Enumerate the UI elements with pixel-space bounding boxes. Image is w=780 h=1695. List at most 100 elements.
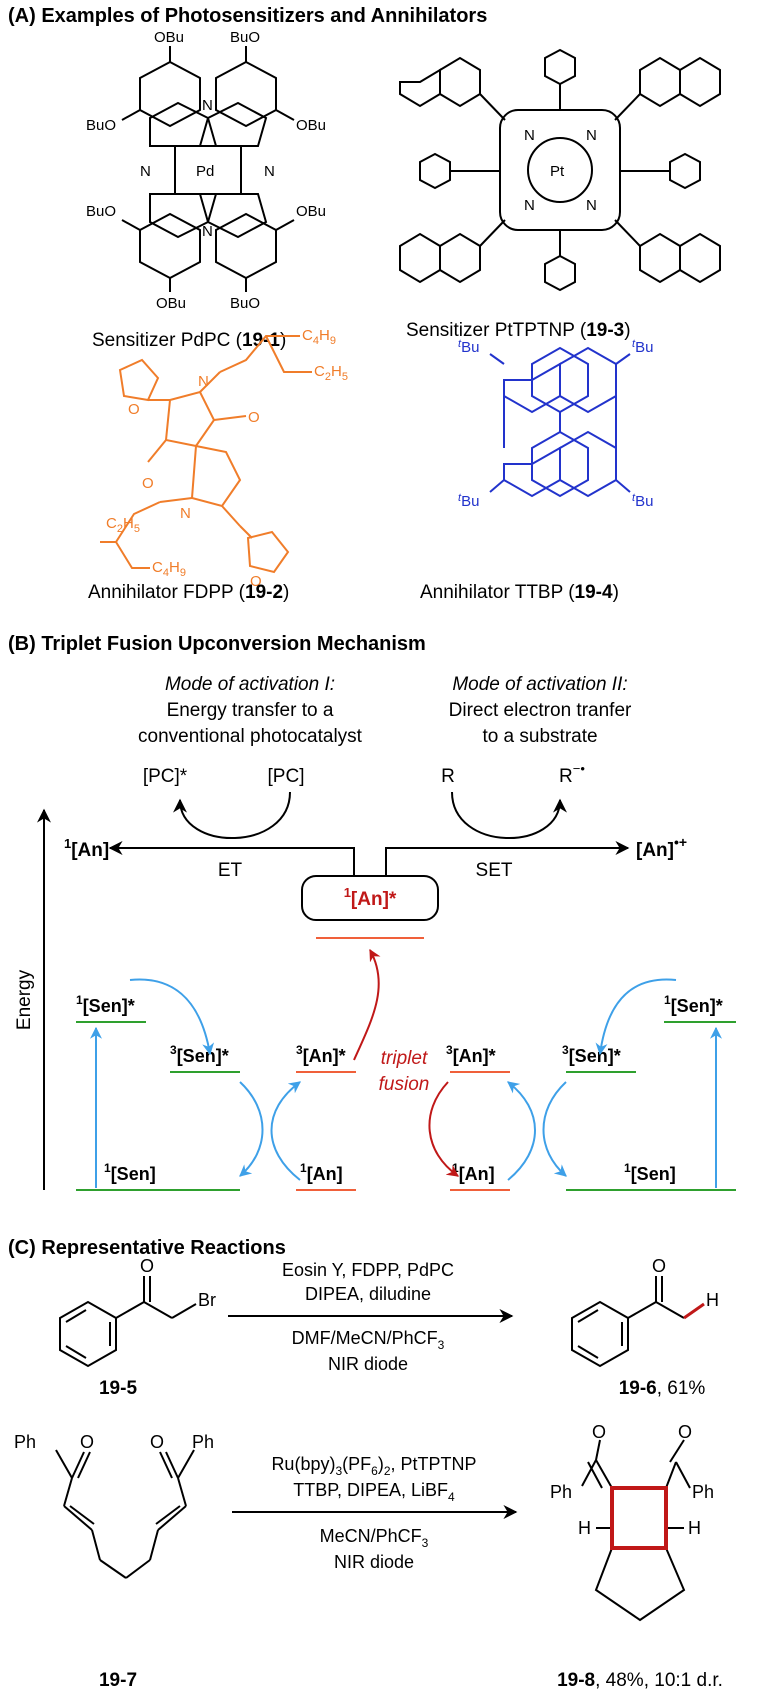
mode1-line2: conventional photocatalyst: [138, 726, 363, 747]
mode2-line1: Direct electron tranfer: [449, 700, 632, 721]
ptptnp-labels: Pt N N N N: [524, 127, 597, 214]
r2-product-ph-left: Ph: [550, 1482, 572, 1502]
r2-reactant-o-left: O: [80, 1432, 94, 1452]
ttbp-structure: [489, 346, 631, 498]
pdpc-n4: N: [264, 163, 275, 180]
r2-reactant-ph-left: Ph: [14, 1432, 36, 1452]
ptptnp-structure: [399, 48, 721, 292]
fdpp-n-2: N: [180, 505, 191, 522]
an-radical-cation: [An]•+: [636, 834, 687, 861]
an-singlet-ground-product: 1[An]: [64, 836, 109, 861]
pdpc-sub-8: BuO: [230, 295, 260, 312]
sen-s1-left-label: 1[Sen]*: [76, 993, 135, 1016]
r2-product-o-right: O: [678, 1422, 692, 1442]
tet-right-up-arrow: [507, 1081, 536, 1181]
ptptnp-n2: N: [586, 127, 597, 144]
sen-t1-right-label: 3[Sen]*: [562, 1043, 621, 1066]
ttbp-tbu-3: tBu: [458, 492, 479, 510]
fdpp-structure: [100, 335, 312, 574]
an-t1-left-label: 3[An]*: [296, 1043, 346, 1066]
mode-descriptions: Mode of activation I: Energy transfer to…: [138, 674, 632, 747]
fdpp-o-1: O: [248, 409, 260, 426]
sen-s0-left-label: 1[Sen]: [104, 1161, 156, 1184]
r2-cond-below-2: NIR diode: [334, 1552, 414, 1572]
an-singlet-excited-box: [301, 875, 439, 921]
r2-product-o-left: O: [592, 1422, 606, 1442]
an-singlet-excited-label: 1[An]*: [344, 885, 397, 910]
r2-cond-above-1: Ru(bpy)3(PF6)2, PtTPTNP: [271, 1454, 476, 1478]
ptptnp-n4: N: [586, 197, 597, 214]
r2-product-structure: [581, 1439, 691, 1622]
fdpp-o-4: O: [250, 573, 262, 590]
ttbp-tbu-4: tBu: [632, 492, 653, 510]
r2-reactant-ph-right: Ph: [192, 1432, 214, 1452]
r1-reactant-br: Br: [198, 1290, 216, 1310]
r2-reactant-o-right: O: [150, 1432, 164, 1452]
et-arrow: [108, 841, 355, 878]
sen-t1-left-label: 3[Sen]*: [170, 1043, 229, 1066]
pdpc-sub-4: OBu: [296, 117, 326, 134]
r1-reactant-structure: [59, 1276, 197, 1368]
ptptnp-n3: N: [524, 197, 535, 214]
r-radical-label: R−•: [559, 761, 585, 787]
r1-cond-above-2: DIPEA, diludine: [305, 1284, 431, 1304]
tet-right-down-arrow: [542, 1081, 567, 1177]
an-t1-right-label: 3[An]*: [446, 1043, 496, 1066]
r2-product-ph-right: Ph: [692, 1482, 714, 1502]
fdpp-c4h9-bottom: C4H9: [152, 559, 186, 579]
set-arrow: [385, 841, 630, 878]
pdpc-sub-2: BuO: [230, 29, 260, 46]
pc-label: [PC]: [268, 766, 305, 787]
fdpp-c4h9-top: C4H9: [302, 327, 336, 347]
energy-axis-label: Energy: [14, 969, 35, 1030]
isc-right-arrow: [595, 978, 677, 1056]
pdpc-sub-7: OBu: [156, 295, 186, 312]
ttbp-labels: tBu tBu tBu tBu: [458, 338, 653, 510]
r1-cond-below-2: NIR diode: [328, 1354, 408, 1374]
pdpc-labels: Pd N N N N OBu BuO BuO OBu BuO OBu OBu B…: [86, 29, 326, 312]
pdpc-n2: N: [202, 223, 213, 240]
sen-s1-right-label: 1[Sen]*: [664, 993, 723, 1016]
ptptnp-n1: N: [524, 127, 535, 144]
pdpc-sub-5: BuO: [86, 203, 116, 220]
level-labels: 1[Sen]* 3[Sen]* 3[An]* 3[An]* 3[Sen]* 1[…: [76, 993, 723, 1184]
tet-left-up-arrow: [270, 1081, 301, 1181]
mode1-title: Mode of activation I:: [165, 674, 335, 695]
r1-cond-above-1: Eosin Y, FDPP, PdPC: [282, 1260, 454, 1280]
ttbp-caption: Annihilator TTBP (19-4): [420, 582, 619, 603]
r2-product-id: 19-8, 48%, 10:1 d.r.: [557, 1670, 723, 1691]
isc-left-arrow: [129, 978, 215, 1056]
mode1-line1: Energy transfer to a: [167, 700, 334, 721]
r-label: R: [441, 766, 455, 787]
pdpc-sub-3: BuO: [86, 117, 116, 134]
fdpp-labels: O O O O N N C4H9 C2H5 C2H5 C4H9: [106, 327, 348, 590]
et-curved-arrow: [173, 791, 291, 840]
fdpp-c2h5-bottom: C2H5: [106, 515, 140, 535]
set-curved-arrow: [451, 791, 567, 840]
tet-left-down-arrow: [239, 1081, 264, 1177]
r2-cond-below-1: MeCN/PhCF3: [320, 1526, 429, 1550]
pdpc-sub-6: OBu: [296, 203, 326, 220]
r1-product-structure: [571, 1276, 685, 1368]
fdpp-caption: Annihilator FDPP (19-2): [88, 582, 289, 603]
fdpp-o-2: O: [142, 475, 154, 492]
mode2-title: Mode of activation II:: [452, 674, 627, 695]
r2-reactant-structure: [55, 1449, 195, 1579]
section-a-title: (A) Examples of Photosensitizers and Ann…: [8, 5, 487, 27]
r1-reactant-o: O: [140, 1256, 154, 1276]
section-b-title: (B) Triplet Fusion Upconversion Mechanis…: [8, 633, 426, 655]
blue-arrows: [90, 978, 722, 1188]
red-arrows: [353, 948, 459, 1177]
pdpc-n1: N: [202, 97, 213, 114]
r1-product-new-bond: [683, 1302, 705, 1320]
sen-s0-right-label: 1[Sen]: [624, 1161, 676, 1184]
ptptnp-caption: Sensitizer PtTPTNP (19-3): [406, 320, 631, 341]
an-s0-left-label: 1[An]: [300, 1161, 343, 1184]
mode2-line2: to a substrate: [482, 726, 597, 747]
triplet-fusion-label-1: triplet: [381, 1048, 428, 1069]
set-label: SET: [476, 860, 513, 881]
an-s0-right-label: 1[An]: [452, 1161, 495, 1184]
r2-cond-above-2: TTBP, DIPEA, LiBF4: [293, 1480, 455, 1504]
fdpp-n-1: N: [198, 373, 209, 390]
